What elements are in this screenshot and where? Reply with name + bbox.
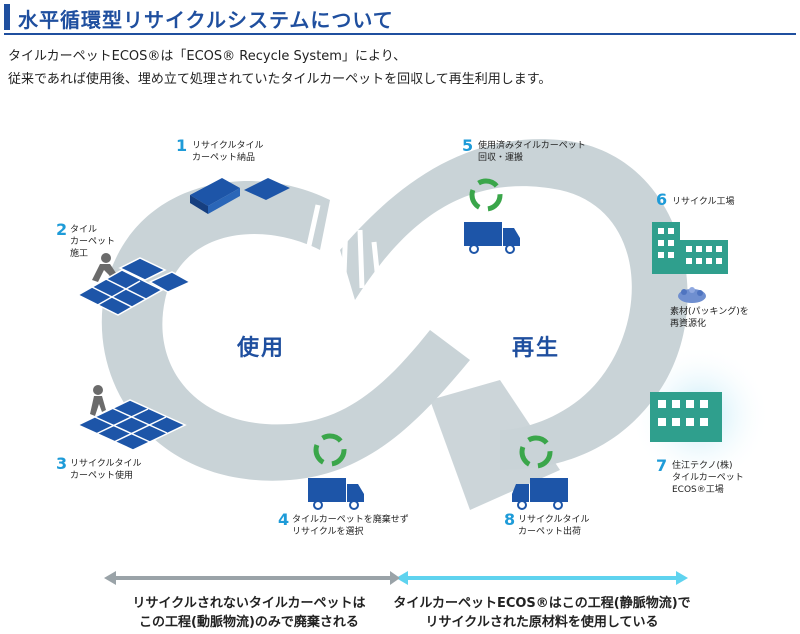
venous-note-line-2: リサイクルされた原材料を使用している — [425, 615, 659, 630]
step-7-label: 住江テクノ(株) タイルカーペット ECOS®工場 — [672, 460, 744, 496]
step-7-line-2: タイルカーペット — [672, 473, 744, 483]
venous-note: タイルカーペットECOS®はこの工程(静脈物流)で リサイクルされた原材料を使用… — [392, 594, 692, 632]
step-5-number: 5 — [462, 136, 474, 155]
in-use-tiles-icon — [76, 399, 187, 451]
truck-icon-step8 — [512, 478, 568, 510]
step-2-label: タイル カーペット 施工 — [70, 224, 115, 260]
step-5-line-1: 使用済みタイルカーペット — [478, 141, 586, 151]
step-8-line-2: カーペット出荷 — [518, 527, 582, 537]
use-label: 使用 — [237, 336, 286, 361]
truck-icon-step5 — [464, 222, 520, 254]
step-2-line-2: カーペット — [70, 237, 116, 247]
step-4-line-2: リサイクルを選択 — [292, 527, 364, 537]
material-note-line-2: 再資源化 — [670, 319, 707, 329]
recycle-loop-diagram — [76, 139, 770, 585]
step-1-label: リサイクルタイル カーペット納品 — [192, 140, 264, 164]
recycle-icon-step5 — [469, 178, 503, 212]
step-4-number: 4 — [278, 510, 290, 529]
step-3-number: 3 — [56, 454, 68, 473]
user-walking-icon — [90, 385, 106, 416]
arterial-note-line-2: この工程(動脈物流)のみで廃棄される — [139, 615, 359, 630]
step-4-label: タイルカーペットを廃棄せず リサイクルを選択 — [292, 514, 409, 538]
truck-icon-step4 — [308, 478, 364, 510]
step-4-line-1: タイルカーペットを廃棄せず — [292, 515, 409, 525]
step-5-line-2: 回収・運搬 — [478, 153, 524, 163]
intro-line-1: タイルカーペットECOS®は「ECOS® Recycle System」により、 — [8, 49, 407, 64]
step-2-line-1: タイル — [70, 225, 98, 235]
recycling-factory-icon — [652, 222, 728, 274]
page-title: 水平循環型リサイクルシステムについて — [18, 8, 394, 32]
loop-gap-stripes — [305, 204, 383, 301]
step-1-number: 1 — [176, 136, 188, 155]
arterial-note-line-1: リサイクルされないタイルカーペットは — [132, 596, 366, 611]
recycle-icon-step8 — [519, 435, 553, 469]
venous-logistics-arrow — [396, 571, 688, 585]
step-8-number: 8 — [504, 510, 516, 529]
step-7-line-1: 住江テクノ(株) — [672, 461, 733, 471]
step-7-number: 7 — [656, 456, 668, 475]
intro-line-2: 従来であれば使用後、埋め立て処理されていたタイルカーペットを回収して再生利用しま… — [8, 72, 552, 87]
recycle-icon-step4 — [313, 433, 347, 467]
step-3-line-2: カーペット使用 — [70, 471, 134, 481]
step-5-label: 使用済みタイルカーペット 回収・運搬 — [478, 140, 586, 164]
installation-tiles-icon — [76, 257, 192, 316]
step-8-label: リサイクルタイル カーペット出荷 — [518, 514, 590, 538]
step-3-line-1: リサイクルタイル — [70, 459, 142, 469]
step-6-line-1: リサイクル工場 — [672, 197, 735, 207]
pellet-pile-icon — [678, 287, 706, 303]
header-divider — [4, 33, 796, 35]
material-note: 素材(パッキング)を 再資源化 — [670, 306, 749, 330]
page-header: 水平循環型リサイクルシステムについて — [0, 0, 800, 36]
header-accent-bar — [4, 4, 10, 30]
venous-note-line-1: タイルカーペットECOS®はこの工程(静脈物流)で — [393, 596, 691, 611]
step-3-label: リサイクルタイル カーペット使用 — [70, 458, 142, 482]
arterial-note: リサイクルされないタイルカーペットは この工程(動脈物流)のみで廃棄される — [104, 594, 394, 632]
arterial-logistics-arrow — [104, 571, 390, 585]
step-1-line-2: カーペット納品 — [192, 153, 256, 163]
delivered-tiles-icon — [190, 178, 290, 214]
material-note-line-1: 素材(パッキング)を — [670, 307, 749, 317]
step-2-number: 2 — [56, 220, 68, 239]
step-1-line-1: リサイクルタイル — [192, 141, 264, 151]
step-6-label: リサイクル工場 — [672, 196, 735, 208]
ecos-factory-icon — [650, 392, 722, 442]
left-arrow-tip — [390, 571, 400, 585]
step-8-line-1: リサイクルタイル — [518, 515, 590, 525]
recycle-label: 再生 — [512, 336, 561, 361]
step-6-number: 6 — [656, 190, 668, 209]
step-7-line-3: ECOS®工場 — [672, 485, 724, 495]
infinity-loop — [101, 139, 688, 510]
step-2-line-3: 施工 — [70, 249, 89, 259]
